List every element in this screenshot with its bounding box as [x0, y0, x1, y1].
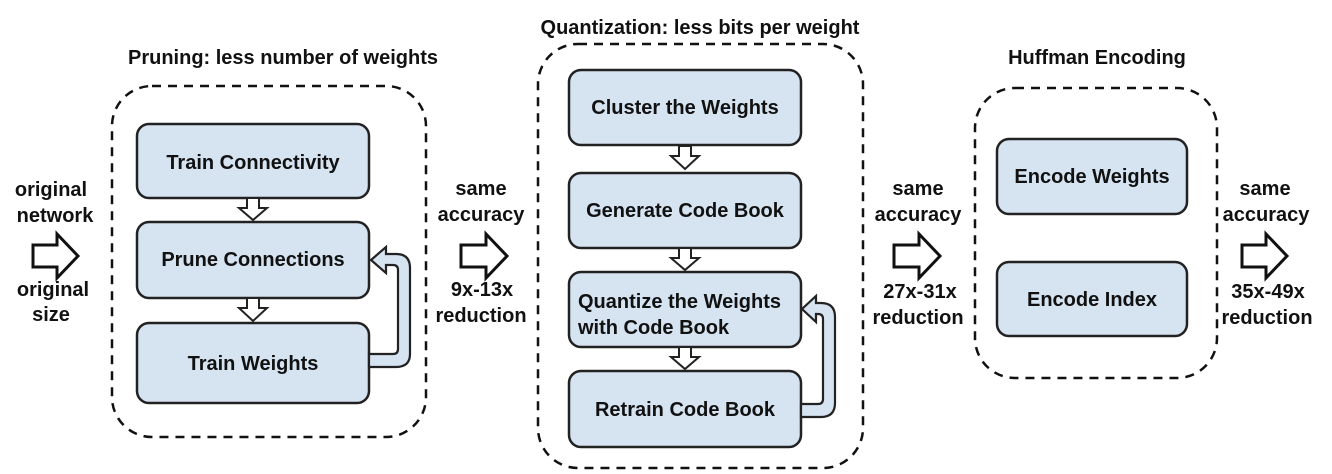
pruning-result-label-line2: accuracy — [438, 204, 526, 226]
encode-weights-label: Encode Weights — [1014, 166, 1169, 188]
train-weights-label: Train Weights — [188, 353, 319, 375]
down-arrow-icon — [668, 145, 702, 171]
quantization-result-label-line1: same — [892, 178, 943, 200]
down-arrow-icon — [236, 197, 270, 222]
quantize-weights-label-line1: Quantize the Weights — [578, 291, 781, 313]
pruning-stage-container — [110, 84, 428, 439]
quantization-result-label-line4: reduction — [872, 307, 963, 329]
input-bottom-label-line1: original — [17, 279, 89, 301]
pruning-stage-title: Pruning: less number of weights — [128, 47, 438, 69]
right-arrow-icon — [31, 230, 81, 282]
huffman-stage-container — [973, 86, 1219, 380]
right-arrow-icon — [459, 230, 510, 282]
prune-connections-label: Prune Connections — [161, 249, 344, 271]
retrain-loop-arrow-icon — [367, 244, 412, 369]
retrain-code-book-label: Retrain Code Book — [595, 399, 776, 421]
pruning-result-label-line4: reduction — [435, 305, 526, 327]
generate-code-book-label: Generate Code Book — [586, 200, 785, 222]
down-arrow-icon — [668, 346, 702, 371]
huffman-result-ratio: 35x-49x — [1231, 281, 1304, 303]
train-connectivity-label: Train Connectivity — [166, 152, 340, 174]
pruning-result-label-line1: same — [455, 178, 506, 200]
huffman-stage-title: Huffman Encoding — [1008, 47, 1186, 69]
encode-index-label: Encode Index — [1027, 289, 1157, 311]
down-arrow-icon — [668, 247, 702, 272]
right-arrow-icon — [1240, 230, 1290, 282]
encode-weights-box — [995, 137, 1189, 216]
quantization-result-ratio: 27x-31x — [883, 281, 956, 303]
encode-index-box — [995, 260, 1189, 338]
quantization-result-label-line2: accuracy — [875, 204, 963, 226]
down-arrow-icon — [236, 297, 270, 323]
quantize-weights-label-line2: with Code Book — [577, 317, 730, 339]
huffman-result-label-line2: accuracy — [1223, 204, 1311, 226]
huffman-result-label-line4: reduction — [1221, 307, 1312, 329]
right-arrow-icon — [892, 230, 943, 282]
cluster-weights-label: Cluster the Weights — [591, 97, 778, 119]
quantization-stage-container — [536, 42, 865, 470]
quantization-stage-title: Quantization: less bits per weight — [541, 17, 860, 39]
input-top-label-line1: original — [15, 179, 87, 201]
retrain-loop-arrow-icon — [799, 293, 837, 419]
input-top-label-line2: network — [17, 205, 95, 227]
pruning-result-ratio: 9x-13x — [451, 279, 513, 301]
huffman-result-label-line1: same — [1239, 178, 1290, 200]
input-bottom-label-line2: size — [32, 304, 70, 326]
